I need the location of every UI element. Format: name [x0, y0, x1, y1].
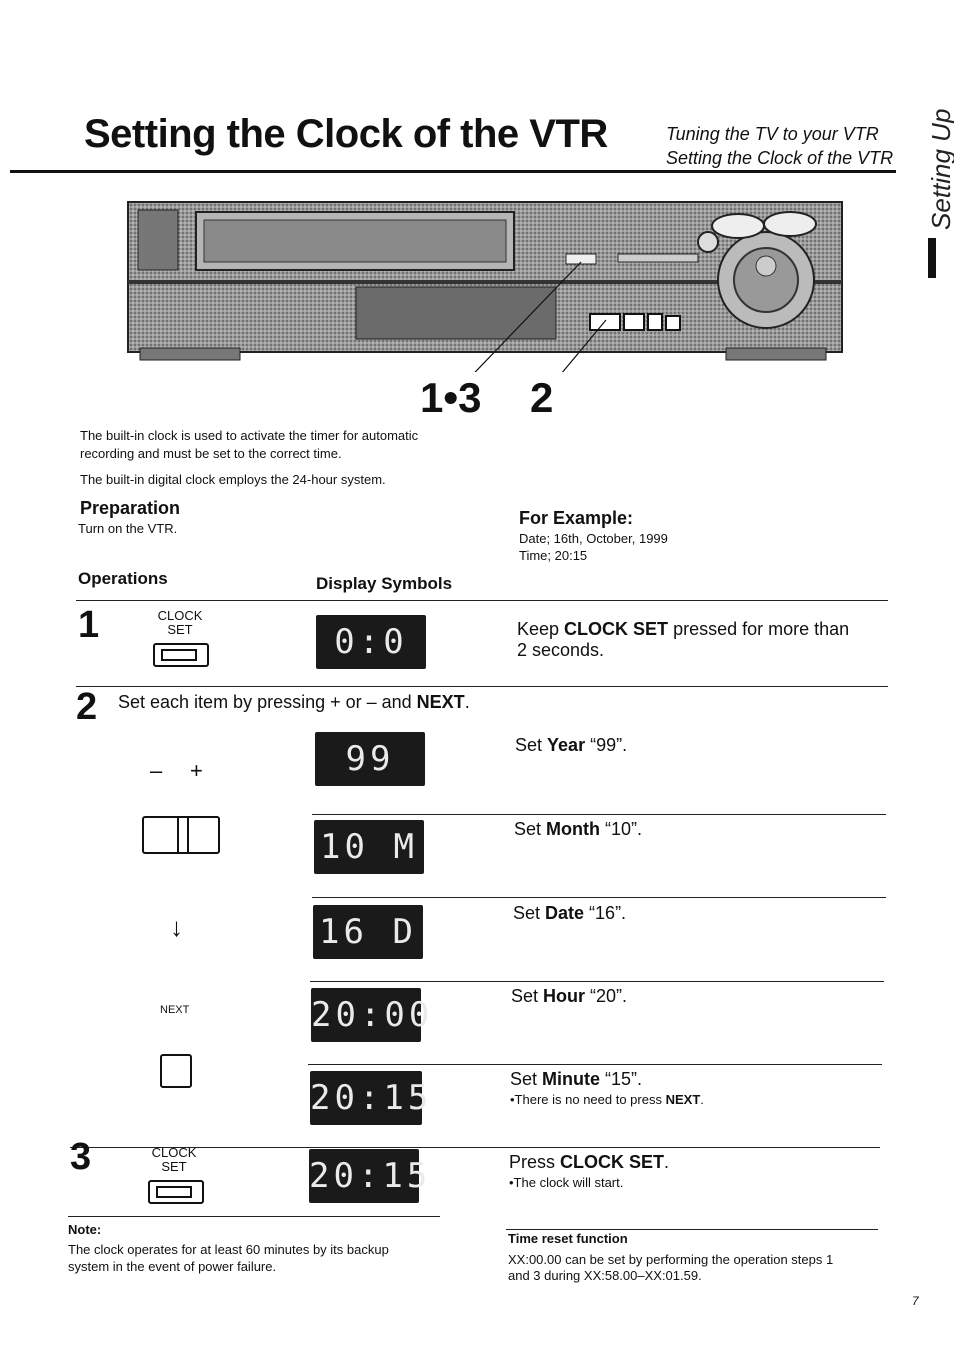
- minus-symbol: –: [150, 758, 163, 783]
- set-date-text: Set Date “16”.: [513, 903, 627, 923]
- side-tab-label: Setting Up: [926, 108, 954, 230]
- vtr-illustration: [127, 201, 843, 372]
- step-2-number: 2: [76, 686, 98, 728]
- minus-plus-button[interactable]: [142, 816, 220, 854]
- step-1-number: 1: [78, 604, 100, 646]
- set-month-text: Set Month “10”.: [514, 819, 643, 839]
- breadcrumb-current: Setting the Clock of the VTR: [666, 148, 894, 168]
- display-date: 16 D: [313, 905, 423, 959]
- next-label: NEXT: [160, 1004, 190, 1016]
- note-line-2: system in the event of power failure.: [68, 1259, 277, 1274]
- down-arrow-icon: ↓: [170, 912, 183, 942]
- step-rule: [76, 686, 888, 687]
- clock-set-button[interactable]: [148, 1180, 204, 1204]
- display-clock-reset: 0:0: [316, 615, 426, 669]
- next-button[interactable]: [160, 1054, 192, 1088]
- reset-heading: Time reset function: [508, 1231, 628, 1246]
- row-rule: [312, 897, 886, 898]
- page-title: Setting the Clock of the VTR: [84, 112, 608, 156]
- set-minute-text: Set Minute “15”.: [510, 1069, 643, 1089]
- intro-line-2: recording and must be set to the correct…: [80, 446, 342, 461]
- row-rule: [308, 1064, 882, 1065]
- callout-steps-1-3: 1•3: [420, 374, 482, 421]
- set-label-text: SET: [161, 1159, 187, 1174]
- set-label-text: SET: [167, 622, 193, 637]
- preparation-heading: Preparation: [80, 498, 181, 518]
- footer-rule-left: [68, 1216, 440, 1217]
- clock-label-text: CLOCK: [157, 608, 203, 623]
- reset-line-2: and 3 during XX:58.00–XX:01.59.: [508, 1268, 702, 1283]
- plus-symbol: +: [190, 758, 203, 783]
- row-rule: [310, 981, 884, 982]
- title-rule: [10, 170, 896, 173]
- clock-label-text: CLOCK: [151, 1145, 197, 1160]
- clock-set-button[interactable]: [153, 643, 209, 667]
- row-rule: [312, 814, 886, 815]
- example-date: Date; 16th, October, 1999: [519, 531, 668, 546]
- page-number: 7: [912, 1294, 919, 1308]
- step-1-description-line-2: 2 seconds.: [517, 640, 605, 660]
- clock-set-label: CLOCK SET: [144, 1146, 204, 1174]
- step-2-intro: Set each item by pressing + or – and NEX…: [118, 692, 470, 712]
- note-line-1: The clock operates for at least 60 minut…: [68, 1242, 389, 1257]
- callout-step-2: 2: [530, 374, 554, 421]
- set-minute-note: •There is no need to press NEXT.: [510, 1092, 704, 1107]
- step-3-number: 3: [70, 1136, 92, 1178]
- clock-set-label: CLOCK SET: [150, 609, 210, 637]
- display-minute: 20:15: [310, 1071, 428, 1125]
- intro-line-3: The built-in digital clock employs the 2…: [80, 472, 386, 487]
- intro-line-1: The built-in clock is used to activate t…: [80, 428, 419, 443]
- preparation-text: Turn on the VTR.: [78, 521, 178, 536]
- step-3-description: Press CLOCK SET.: [509, 1152, 670, 1172]
- display-final-time: 20:15: [309, 1149, 427, 1203]
- step-rule: [70, 1147, 880, 1148]
- set-hour-text: Set Hour “20”.: [511, 986, 628, 1006]
- step-3-note: •The clock will start.: [509, 1175, 624, 1190]
- display-symbols-column-heading: Display Symbols: [316, 574, 453, 593]
- note-heading: Note:: [68, 1222, 102, 1237]
- reset-line-1: XX:00.00 can be set by performing the op…: [508, 1252, 834, 1267]
- step-1-description: Keep CLOCK SET pressed for more than: [517, 619, 850, 639]
- breadcrumb-previous: Tuning the TV to your VTR: [666, 124, 879, 144]
- display-month: 10 M: [314, 820, 424, 874]
- display-hour: 20:00: [311, 988, 429, 1042]
- section-rule: [76, 600, 888, 601]
- operations-column-heading: Operations: [78, 569, 168, 588]
- example-heading: For Example:: [519, 508, 634, 528]
- display-year: 99: [315, 732, 425, 786]
- footer-rule-right: [506, 1229, 878, 1230]
- example-time: Time; 20:15: [519, 548, 588, 563]
- side-tab-marker: [928, 238, 936, 278]
- side-section-tab: Setting Up: [922, 108, 954, 278]
- set-year-text: Set Year “99”.: [515, 735, 628, 755]
